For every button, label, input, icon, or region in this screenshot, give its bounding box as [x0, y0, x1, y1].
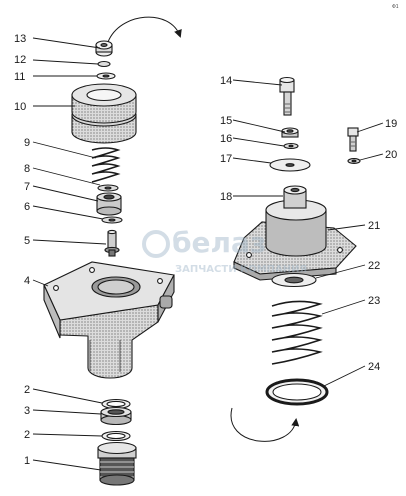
callout-3: 3	[24, 405, 30, 417]
part-11-washer	[96, 72, 116, 80]
part-19-bolt	[347, 127, 359, 152]
part-23-spring	[271, 300, 323, 365]
callout-2-upper: 2	[24, 384, 30, 396]
part-17-plate-washer	[269, 158, 311, 172]
callout-20: 20	[385, 149, 397, 161]
part-9-spring	[91, 147, 121, 183]
callout-22: 22	[368, 260, 380, 272]
part-18-sleeve	[283, 185, 307, 209]
part-20-washer	[347, 158, 361, 164]
callout-11: 11	[14, 71, 25, 83]
callout-5: 5	[24, 235, 30, 247]
part-2-gasket-lower	[101, 430, 131, 442]
part-22-washer	[271, 272, 317, 288]
callout-4: 4	[24, 275, 30, 287]
part-7-bushing	[96, 192, 122, 216]
watermark-sub: ЗАПЧАСТИ КОМПАНИЯ	[175, 264, 307, 275]
callout-7: 7	[24, 181, 30, 193]
part-1-threaded-plug	[97, 441, 137, 486]
callout-16: 16	[220, 133, 232, 145]
part-13-nut	[95, 40, 113, 57]
leader-lines	[32, 37, 384, 471]
callout-9: 9	[24, 137, 30, 149]
part-10-rubber-cushions	[71, 83, 137, 144]
part-15-nut	[281, 127, 299, 138]
callout-19: 19	[385, 118, 397, 130]
callout-23: 23	[368, 295, 380, 307]
part-4-housing	[43, 261, 175, 379]
part-12-washer	[97, 60, 111, 68]
callout-17: 17	[220, 153, 232, 165]
callout-14: 14	[220, 75, 232, 87]
part-21-mount-base	[233, 199, 357, 281]
rotation-arrow-top	[107, 16, 182, 43]
callout-labels: 13 12 11 10 9 8 7 6 5 4 2 3 2 1 14 15 16…	[14, 33, 397, 467]
corner-mark: Ф1	[392, 4, 399, 10]
callout-15: 15	[220, 115, 232, 127]
part-5-pin	[104, 229, 120, 257]
callout-2-lower: 2	[24, 429, 30, 441]
callout-12: 12	[14, 54, 26, 66]
watermark-main: белаз	[172, 226, 266, 259]
part-16-washer	[283, 142, 299, 150]
part-24-gasket-ring	[265, 378, 329, 406]
right-assembly	[233, 76, 361, 406]
callout-1: 1	[24, 455, 30, 467]
callout-18: 18	[220, 191, 232, 203]
left-assembly	[43, 40, 175, 486]
part-14-bolt	[279, 76, 295, 116]
callout-6: 6	[24, 201, 30, 213]
callout-13: 13	[14, 33, 26, 45]
callout-10: 10	[14, 101, 26, 113]
watermark: белаз ЗАПЧАСТИ КОМПАНИЯ	[142, 226, 307, 275]
callout-8: 8	[24, 163, 30, 175]
callout-24: 24	[368, 361, 380, 373]
part-6-washer	[101, 216, 123, 224]
callout-21: 21	[368, 220, 380, 232]
part-3-ring	[100, 406, 132, 426]
part-8-washer	[97, 184, 119, 192]
part-2-gasket-upper	[101, 398, 131, 410]
rotation-arrow-bottom	[230, 407, 300, 442]
